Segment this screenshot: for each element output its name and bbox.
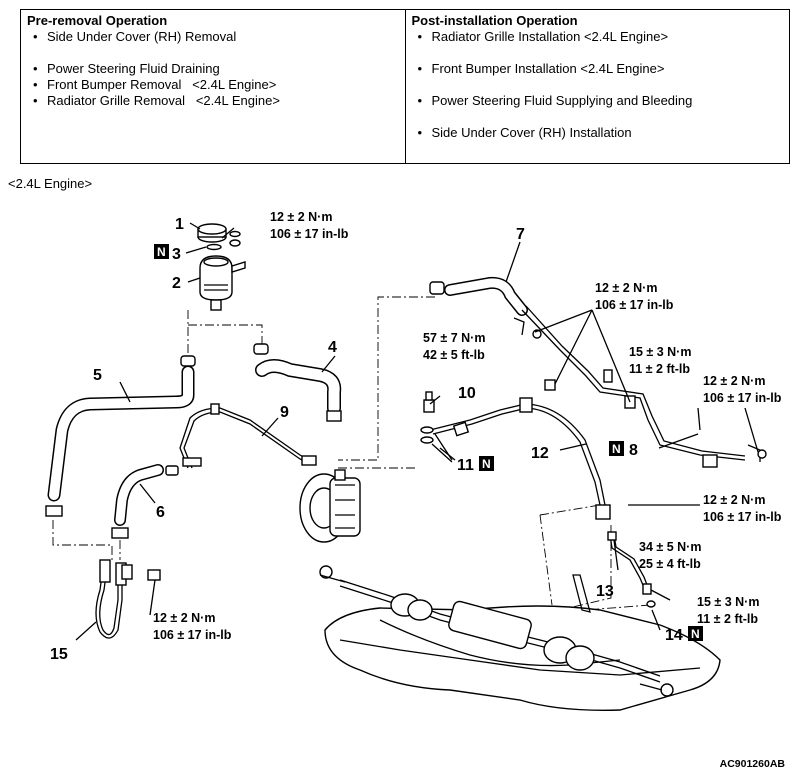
torque-union-8b: 12 ± 2 N·m 106 ± 17 in-lb: [703, 374, 782, 405]
pre-removal-item: Side Under Cover (RH) Removal: [27, 29, 399, 45]
callout-labels: 1 2 3 4 5 6 7 8 9 10 11 12 13 14 15: [50, 216, 683, 663]
post-installation-column: Post-installation Operation Radiator Gri…: [404, 10, 790, 163]
torque-union-8a: 15 ± 3 N·m 11 ± 2 ft-lb: [629, 345, 691, 376]
pre-removal-list: Side Under Cover (RH) Removal Power Stee…: [27, 29, 399, 109]
figure-code: AC901260AB: [719, 758, 785, 770]
operations-table: Pre-removal Operation Side Under Cover (…: [20, 9, 790, 164]
svg-text:15 ± 3 N·m: 15 ± 3 N·m: [697, 595, 759, 609]
svg-text:11 ± 2 ft-lb: 11 ± 2 ft-lb: [629, 362, 690, 376]
torque-bracket-15: 12 ± 2 N·m 106 ± 17 in-lb: [153, 611, 232, 642]
pressure-hose-12: [429, 379, 611, 520]
callout-15: 15: [50, 646, 68, 663]
pre-removal-title: Pre-removal Operation: [27, 13, 168, 28]
pre-removal-column: Pre-removal Operation Side Under Cover (…: [21, 10, 405, 163]
leader-lines: [75, 222, 759, 641]
svg-text:106 ± 17 in-lb: 106 ± 17 in-lb: [703, 391, 782, 405]
callout-4: 4: [328, 339, 337, 356]
svg-text:12 ± 2 N·m: 12 ± 2 N·m: [595, 281, 657, 295]
hose-6: [111, 464, 179, 539]
callout-3: 3: [172, 246, 181, 263]
callout-10: 10: [458, 385, 476, 402]
torque-reservoir: 12 ± 2 N·m 106 ± 17 in-lb: [270, 210, 349, 241]
torque-pipe-7: 12 ± 2 N·m 106 ± 17 in-lb: [595, 281, 674, 312]
callout-5: 5: [93, 367, 102, 384]
return-pipe-9: [179, 403, 317, 469]
n-badge-3: N: [154, 244, 169, 259]
o-ring-14: [646, 600, 656, 608]
svg-text:N: N: [482, 457, 491, 471]
post-installation-title: Post-installation Operation: [411, 13, 578, 28]
svg-text:N: N: [612, 442, 621, 456]
svg-text:12 ± 2 N·m: 12 ± 2 N·m: [703, 493, 765, 507]
svg-text:106 ± 17 in-lb: 106 ± 17 in-lb: [703, 510, 782, 524]
svg-text:12 ± 2 N·m: 12 ± 2 N·m: [153, 611, 215, 625]
svg-text:106 ± 17 in-lb: 106 ± 17 in-lb: [595, 298, 674, 312]
callout-14: 14: [665, 627, 683, 644]
callout-2: 2: [172, 275, 181, 292]
callout-11: 11: [457, 457, 474, 474]
pre-removal-item: Front Bumper Removal <2.4L Engine>: [27, 77, 399, 93]
post-installation-item: Radiator Grille Installation <2.4L Engin…: [412, 29, 784, 45]
pre-removal-item: Radiator Grille Removal <2.4L Engine>: [27, 93, 399, 109]
torque-flare-13: 34 ± 5 N·m 25 ± 4 ft-lb: [639, 540, 701, 571]
svg-text:42 ± 5 ft-lb: 42 ± 5 ft-lb: [423, 348, 485, 362]
svg-text:N: N: [691, 627, 700, 641]
torque-bolt-10: 57 ± 7 N·m 42 ± 5 ft-lb: [423, 331, 485, 362]
post-installation-item: Side Under Cover (RH) Installation: [412, 125, 784, 141]
callout-1: 1: [175, 216, 184, 233]
post-installation-item: Power Steering Fluid Supplying and Bleed…: [412, 93, 784, 109]
callout-6: 6: [156, 504, 165, 521]
suction-hose-4: [253, 343, 342, 422]
svg-text:12 ± 2 N·m: 12 ± 2 N·m: [270, 210, 332, 224]
n-badge-14: N: [688, 626, 703, 641]
pipe-15: [95, 559, 161, 639]
svg-text:N: N: [157, 245, 166, 259]
svg-text:15 ± 3 N·m: 15 ± 3 N·m: [629, 345, 691, 359]
svg-text:57 ± 7 N·m: 57 ± 7 N·m: [423, 331, 485, 345]
torque-clamp-12: 12 ± 2 N·m 106 ± 17 in-lb: [703, 493, 782, 524]
svg-text:106 ± 17 in-lb: 106 ± 17 in-lb: [153, 628, 232, 642]
n-badge-8: N: [609, 441, 624, 456]
engine-label: <2.4L Engine>: [8, 176, 93, 191]
n-badge-11: N: [479, 456, 494, 471]
gaskets-11: [420, 426, 453, 463]
oil-pump: [299, 469, 361, 543]
post-installation-item: Front Bumper Installation <2.4L Engine>: [412, 61, 784, 77]
callout-9: 9: [280, 404, 289, 421]
torque-specs: 12 ± 2 N·m 106 ± 17 in-lb 12 ± 2 N·m 106…: [153, 210, 782, 642]
callout-12: 12: [531, 445, 549, 462]
svg-text:34 ± 5 N·m: 34 ± 5 N·m: [639, 540, 701, 554]
callout-8: 8: [629, 442, 638, 459]
eye-bolt-10: [423, 391, 435, 413]
svg-text:106 ± 17 in-lb: 106 ± 17 in-lb: [270, 227, 349, 241]
pipe-13: [607, 531, 652, 595]
return-hose-5: [45, 355, 196, 517]
callout-13: 13: [596, 583, 614, 600]
reservoir-assembly: [197, 223, 246, 311]
pre-removal-item: Power Steering Fluid Draining: [27, 61, 399, 77]
svg-text:25 ± 4 ft-lb: 25 ± 4 ft-lb: [639, 557, 701, 571]
svg-text:12 ± 2 N·m: 12 ± 2 N·m: [703, 374, 765, 388]
callout-7: 7: [516, 226, 525, 243]
n-badges: N N N N: [154, 244, 703, 641]
steering-gear-assembly: [319, 565, 721, 711]
svg-text:11 ± 2 ft-lb: 11 ± 2 ft-lb: [697, 612, 758, 626]
torque-flare-14: 15 ± 3 N·m 11 ± 2 ft-lb: [697, 595, 759, 626]
post-installation-list: Radiator Grille Installation <2.4L Engin…: [412, 29, 784, 141]
